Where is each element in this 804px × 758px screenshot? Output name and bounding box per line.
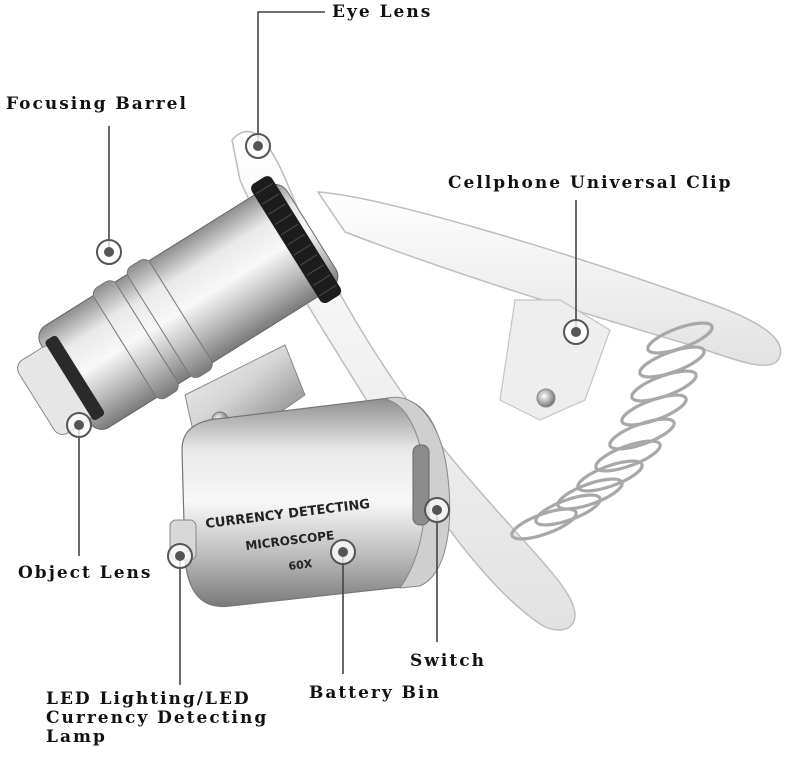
marker-eye-lens [245, 133, 271, 159]
label-cellphone-clip: Cellphone Universal Clip [448, 173, 733, 193]
leader-lines [78, 11, 577, 685]
optical-tube [17, 176, 342, 435]
label-switch: Switch [410, 651, 486, 671]
battery-body: CURRENCY DETECTING MICROSCOPE 60X [169, 396, 451, 608]
engraving-line3: 60X [288, 557, 314, 573]
label-led-line3: Lamp [46, 727, 107, 747]
label-battery-bin: Battery Bin [309, 683, 441, 703]
marker-dots [66, 133, 589, 569]
spring [510, 321, 714, 541]
marker-object-lens [66, 412, 92, 438]
marker-clip [563, 319, 589, 345]
label-led-lamp: LED Lighting/LED Currency Detecting Lamp [46, 690, 268, 747]
marker-switch [424, 497, 450, 523]
label-object-lens: Object Lens [18, 563, 153, 583]
leader-eye-lens [257, 11, 325, 146]
label-eye-lens: Eye Lens [332, 2, 433, 22]
label-focusing-barrel: Focusing Barrel [6, 94, 188, 114]
label-led-line2: Currency Detecting [46, 708, 269, 728]
label-led-line1: LED Lighting/LED [46, 689, 251, 709]
marker-led [167, 543, 193, 569]
marker-battery-bin [330, 539, 356, 565]
marker-focusing-barrel [96, 239, 122, 265]
